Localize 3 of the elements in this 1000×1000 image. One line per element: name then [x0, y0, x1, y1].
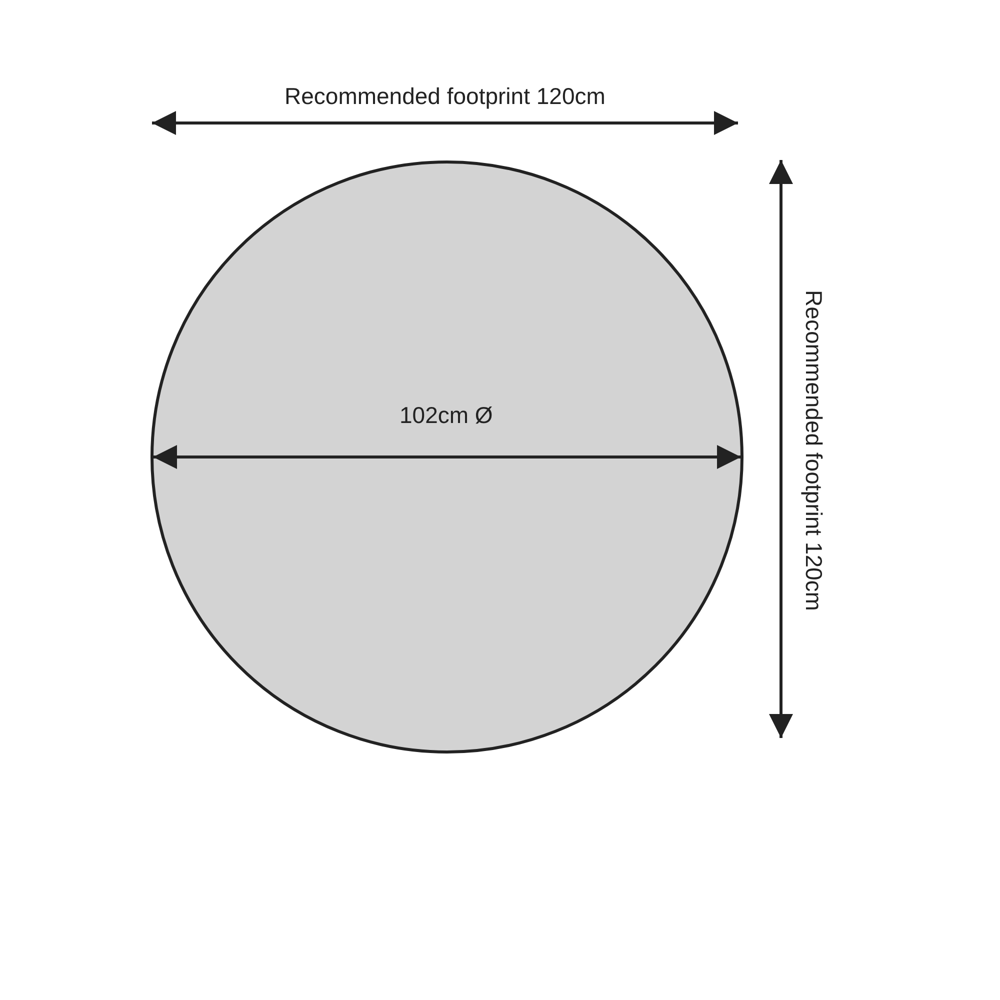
dimension-label: Recommended footprint 120cm	[284, 84, 606, 108]
dimension-label: Recommended footprint 120cm	[801, 290, 824, 610]
dimension-label: 102cm Ø	[400, 404, 493, 426]
